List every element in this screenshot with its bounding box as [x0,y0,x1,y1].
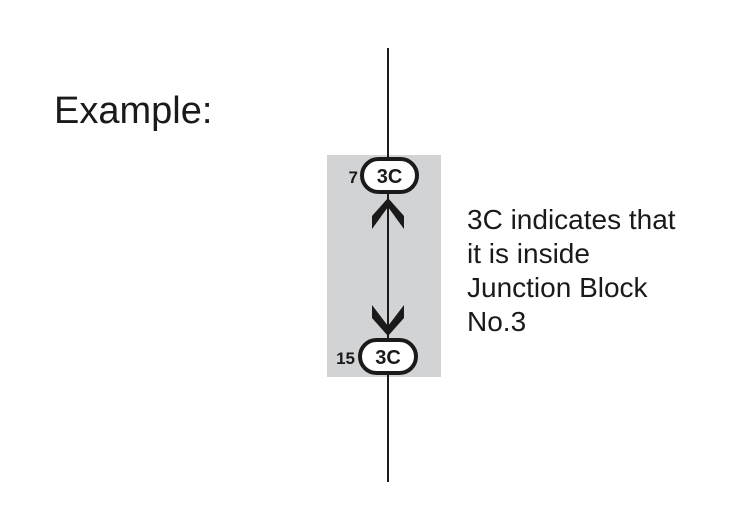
up-arrow-icon [372,198,404,229]
example-heading: Example: [54,90,213,132]
description-line-4: No.3 [467,306,527,337]
description-line-3: Junction Block [467,272,648,303]
junction-block-description: 3C indicates that it is inside Junction … [467,203,727,339]
description-line-2: it is inside [467,238,590,269]
top-connector-block: 3C [377,166,403,188]
description-line-1: 3C indicates that [467,204,676,235]
bottom-connector-oval [358,338,418,375]
bottom-connector: 3C 15 [336,338,418,375]
top-connector-pin: 7 [349,168,358,187]
bottom-connector-block: 3C [375,347,401,369]
bottom-connector-pin: 15 [336,349,355,368]
top-connector-oval [360,157,419,194]
down-arrow-icon [372,305,404,336]
top-connector: 3C 7 [349,157,419,194]
